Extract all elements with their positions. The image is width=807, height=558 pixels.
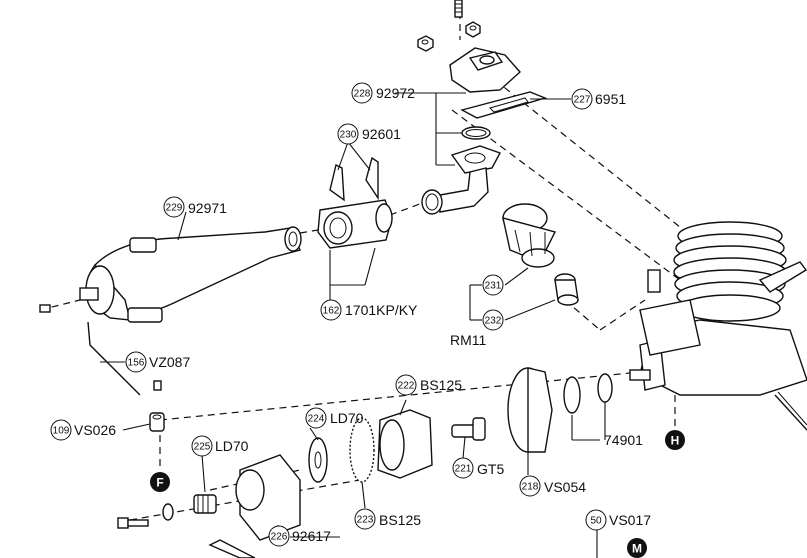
part-code: 92972: [376, 85, 415, 101]
exhaust-coupler: [317, 156, 393, 249]
marker-m: M: [627, 538, 647, 558]
part-code: GT5: [477, 461, 504, 477]
ref-number: 109: [53, 426, 70, 437]
ref-number: 162: [323, 306, 340, 317]
clutch-parts: [117, 367, 613, 541]
marker-h: H: [665, 430, 685, 450]
ref-number: 226: [271, 532, 288, 543]
part-code: 92971: [188, 200, 227, 216]
rm11-label: RM11: [450, 332, 487, 348]
part-code: LD70: [215, 438, 249, 454]
part-code: VS017: [609, 512, 651, 528]
tuned-pipe: [39, 226, 302, 323]
callout-50: 50 VS017: [585, 509, 651, 531]
engine: [629, 221, 807, 431]
callout-228: 228 92972: [351, 82, 415, 104]
ref-number: 232: [485, 316, 502, 327]
callout-156: 156 VZ087: [125, 351, 190, 373]
callout-226: 226 92617: [268, 525, 331, 547]
callout-109: 109 VS026: [50, 419, 116, 441]
bottom-tool: [208, 539, 256, 558]
ref-number: 227: [574, 95, 591, 106]
ref-number: 225: [194, 442, 211, 453]
part-code: BS125: [379, 512, 421, 528]
air-filter: [502, 203, 579, 306]
callout-222: 222 BS125: [395, 374, 462, 396]
part-code: 92601: [362, 126, 401, 142]
ref-number: 222: [398, 381, 415, 392]
callout-230: 230 92601: [337, 123, 401, 145]
marker-f: F: [150, 472, 170, 492]
marker-letter: F: [156, 476, 163, 490]
callout-232: 232: [482, 309, 504, 331]
callout-227: 227 6951: [571, 88, 626, 110]
part-code: VS054: [544, 479, 586, 495]
callout-218: 218 VS054: [519, 475, 586, 497]
ref-number: 50: [590, 516, 602, 527]
part-code: 6951: [595, 91, 626, 107]
carburetor-mount-parts: [417, 0, 548, 215]
part-code: LD70: [330, 410, 364, 426]
part-74901-label: 74901: [604, 432, 643, 448]
callout-225: 225 LD70: [191, 435, 249, 457]
ref-number: 230: [340, 130, 357, 141]
ref-number: 218: [522, 482, 539, 493]
marker-letter: M: [632, 542, 642, 556]
callout-162: 162 1701KP/KY: [320, 299, 418, 321]
callout-223: 223 BS125: [354, 508, 421, 530]
part-code: 1701KP/KY: [345, 302, 418, 318]
marker-letter: H: [671, 434, 680, 448]
ref-number: 224: [308, 414, 325, 425]
ref-number: 229: [166, 203, 183, 214]
ref-number: 223: [357, 515, 374, 526]
ref-number: 221: [455, 464, 472, 475]
part-code: VZ087: [149, 354, 190, 370]
callout-231: 231: [482, 274, 504, 296]
glow-wire: [87, 321, 165, 432]
part-code: VS026: [74, 422, 116, 438]
part-code: BS125: [420, 377, 462, 393]
callout-224: 224 LD70: [305, 407, 364, 429]
part-code: 92617: [292, 528, 331, 544]
callout-229: 229 92971: [163, 196, 227, 218]
ref-number: 156: [128, 358, 145, 369]
callout-221: 221 GT5: [452, 457, 504, 479]
ref-number: 228: [354, 89, 371, 100]
ref-number: 231: [485, 281, 502, 292]
